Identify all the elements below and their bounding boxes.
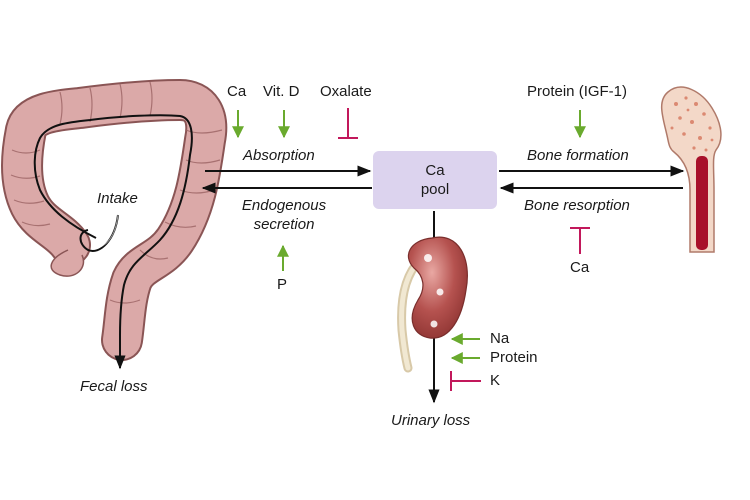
bone-resorption-label: Bone resorption	[524, 197, 630, 214]
pool-label-line1: Ca	[425, 162, 445, 179]
protein-igf1-promoter-label: Protein (IGF-1)	[527, 83, 628, 100]
pool-label-line2: pool	[420, 181, 450, 198]
calcium-pool-box: Ca pool	[373, 151, 497, 209]
vitd-promoter-label: Vit. D	[263, 83, 300, 100]
intake-label: Intake	[97, 190, 138, 207]
large-intestine-illustration	[1, 79, 228, 361]
oxalate-absorption-inhibitor	[338, 108, 358, 139]
endogenous-label-line2: secretion	[253, 216, 315, 233]
fecal-loss-label: Fecal loss	[80, 378, 148, 395]
ca-promoter-label: Ca	[227, 83, 247, 100]
absorption-label: Absorption	[243, 147, 315, 164]
ca-resorption-inhibitor-label: Ca	[570, 259, 590, 276]
k-inhibitor-label: K	[490, 372, 501, 389]
bone-formation-label: Bone formation	[527, 147, 629, 164]
urinary-loss-label: Urinary loss	[391, 412, 471, 429]
endogenous-label-line1: Endogenous	[241, 197, 327, 214]
ca-resorption-inhibitor	[570, 227, 590, 254]
k-urinary-inhibitor	[450, 371, 481, 391]
oxalate-inhibitor-label: Oxalate	[320, 83, 372, 100]
na-promoter-label: Na	[490, 330, 510, 347]
protein-promoter-label: Protein	[490, 349, 538, 366]
bone-illustration	[660, 86, 722, 253]
kidney-illustration	[397, 236, 468, 373]
p-promoter-label: P	[277, 276, 288, 293]
